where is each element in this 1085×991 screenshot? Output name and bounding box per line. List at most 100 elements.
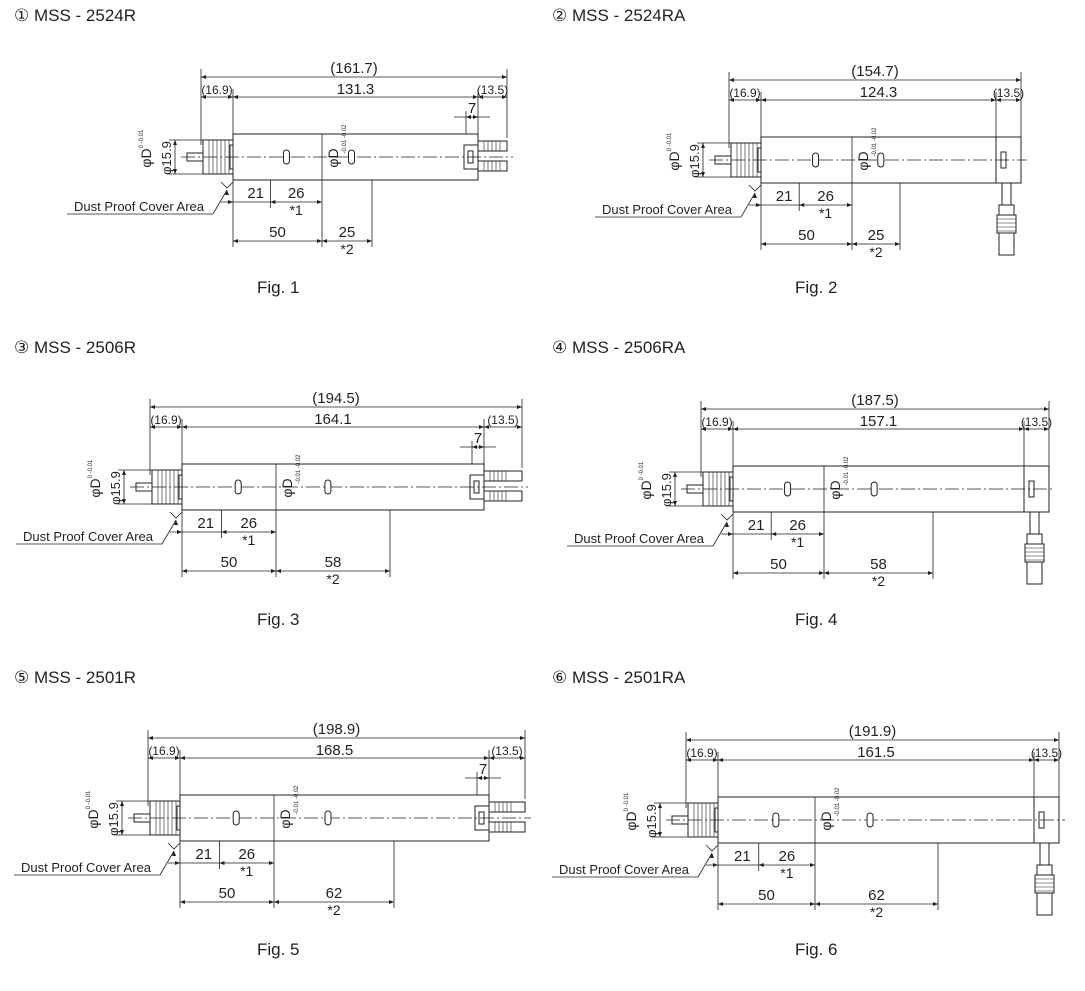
arrowhead [520,736,525,740]
diameter-d2-label: φD [277,809,293,828]
arrowhead [1029,758,1034,762]
mounting-hole [282,149,290,165]
arrowhead [991,98,996,102]
fitting-body [1034,874,1055,894]
mounting-hole [866,812,874,828]
figure-heading-6: ⑥ MSS - 2501RA [552,668,686,687]
dust-cover-label: Dust Proof Cover Area [23,529,154,544]
dim-50-value: 50 [219,885,236,902]
note-1-label: *1 [290,202,303,218]
note-1-label: *1 [791,534,804,550]
left-dimension-value: (16.9) [686,746,717,760]
dim-last-value: 62 [868,887,885,904]
arrowhead [819,571,824,575]
mid-dimension-value: 168.5 [316,742,354,759]
arrowhead [172,851,176,856]
dim-21-value: 21 [247,185,264,202]
arrowhead [479,445,484,449]
arrowhead [479,425,484,429]
figure-heading-3: ③ MSS - 2506R [14,338,137,357]
note-1-label: *1 [240,863,253,879]
arrowhead [473,115,478,119]
note-2-label: *2 [869,244,882,260]
arrowhead [175,861,180,865]
diameter-d-tolerance: 0 -0.01 [639,461,645,480]
arrowhead [122,499,126,504]
arrowhead [271,530,276,534]
diameter-d-tolerance: 0 -0.01 [624,792,630,811]
dim-26-value: 26 [238,846,255,863]
dim-21-value: 21 [748,517,765,534]
tube-fitting [477,160,508,172]
arrowhead [713,863,718,867]
right-dimension-value: (13.5) [491,744,522,758]
arrowhead [933,902,938,906]
arrowhead [658,832,662,837]
diameter-159-label: φ15.9 [106,802,121,836]
arrowhead [761,242,766,246]
figure-caption-6: Fig. 6 [795,940,838,959]
arrowhead [701,172,705,177]
dim-50-value: 50 [221,554,238,571]
arrowhead [489,756,494,760]
diameter-d2-label: φD [827,480,843,499]
left-dimension-value: (16.9) [729,86,760,100]
dust-cover-leader [740,192,756,218]
right-dimension-value: (13.5) [487,413,518,427]
diameter-d-tolerance: 0 -0.01 [667,132,673,151]
arrowhead [180,756,185,760]
arrowhead [1019,427,1024,431]
arrowhead [150,425,155,429]
arrowhead [1044,427,1049,431]
note-1-label: *1 [819,205,832,221]
figure-caption-4: Fig. 4 [795,610,838,629]
arrowhead [367,239,372,243]
dim-26-value: 26 [240,515,257,532]
diameter-d2-tolerance: -0.01 -0.02 [844,456,850,486]
tube-fitting [483,490,523,502]
diameter-d2-label: φD [325,148,341,167]
overall-dimension-value: (198.9) [313,721,361,738]
arrowhead [728,532,733,536]
arrowhead [686,738,691,742]
arrowhead [701,427,706,431]
arrowhead [1016,78,1021,82]
dim-last-value: 58 [870,556,887,573]
arrowhead [177,530,182,534]
arrowhead [182,425,187,429]
arrowhead [201,95,206,99]
note-2-label: *2 [327,902,340,918]
arrowhead [761,98,766,102]
diameter-d2-label: φD [818,811,834,830]
diameter-d-label: φD [666,151,682,170]
dim-50-value: 50 [758,887,775,904]
right-dimension-value: (13.5) [477,83,508,97]
figure-caption-3: Fig. 3 [257,610,300,629]
diameter-d-label: φD [138,148,154,167]
fitting-tail [1036,892,1053,916]
fitting-tail [998,232,1015,256]
diameter-d-label: φD [623,811,639,830]
dim-26-value: 26 [288,185,305,202]
arrowhead [228,200,233,204]
tube-fitting [483,470,523,482]
arrowhead [718,902,723,906]
diameter-159-label: φ15.9 [644,804,659,838]
arrowhead [502,75,507,79]
arrowhead [1024,427,1029,431]
mounting-hole [232,810,240,826]
dim-last-value: 25 [339,224,356,241]
arrowhead [270,200,276,204]
arrowhead [756,203,761,207]
arrowhead [824,571,829,575]
arrowhead [228,95,233,99]
figure-heading-4: ④ MSS - 2506RA [552,338,686,357]
diameter-159-label: φ15.9 [687,144,702,178]
arrowhead [758,863,764,867]
arrowhead [729,98,734,102]
figure-caption-2: Fig. 2 [795,278,838,297]
arrowhead [180,900,185,904]
